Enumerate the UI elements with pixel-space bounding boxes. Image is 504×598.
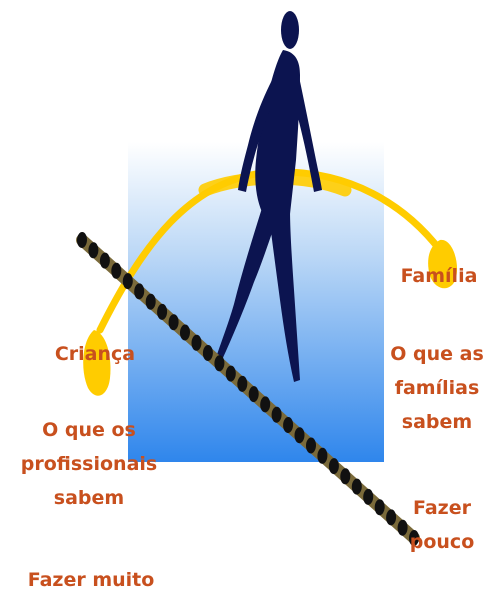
label-profissionais-line-3: sabem [53,487,125,509]
rope-strand [168,314,179,331]
rope-strand [157,303,168,320]
rope-strand [99,252,110,269]
family-blob [428,239,458,289]
label-profissionais-line-1: O que os [42,419,136,441]
rope-strand [237,375,248,392]
rope-strand [397,519,408,536]
label-profissionais-line-2: profissionais [20,453,158,475]
rope-strand [260,396,271,413]
rope-strand [76,232,88,248]
rope-strand [351,478,362,495]
rope-strand [122,273,133,290]
rope-strand [305,437,317,454]
rope-strand [294,427,305,444]
label-familias-line-2: famílias [394,377,480,399]
label-familia: Família [384,258,494,294]
label-fazer-pouco-line-2: pouco [409,531,475,553]
label-fazer-muito-text: Fazer muito [27,569,155,591]
label-profissionais-sabem: O que os profissionais sabem [4,412,174,516]
rope-strand [317,447,328,464]
rope-strand [271,406,282,423]
label-familias-sabem: O que as famílias sabem [372,336,502,440]
label-crianca: Criança [30,336,160,372]
rope-strand [386,509,397,526]
label-fazer-pouco-line-1: Fazer [412,497,471,519]
rope-strand [88,242,99,259]
rope-strand [225,365,236,382]
rope-strand [374,499,385,516]
walking-figure [216,11,322,382]
rope-strand [214,355,225,372]
rope-strand [111,262,122,279]
rope-strand [145,293,156,310]
label-fazer-muito: Fazer muito [6,562,176,598]
rope-strand [202,345,213,361]
rope-strand [283,417,294,433]
label-familia-text: Família [400,265,478,287]
rope-strand [248,386,259,403]
rope-strand [408,530,420,546]
label-familias-line-3: sabem [401,411,473,433]
rope-strand [191,334,202,351]
rope [76,232,420,546]
rope-strand [328,458,339,475]
child-blob [83,330,111,396]
label-fazer-pouco: Fazer pouco [392,490,492,560]
rope-strand [179,324,191,341]
label-familias-line-1: O que as [390,343,484,365]
label-crianca-text: Criança [54,343,136,365]
rope-strand [340,468,351,485]
rope-strand [134,283,145,300]
rope-strand [363,488,374,505]
